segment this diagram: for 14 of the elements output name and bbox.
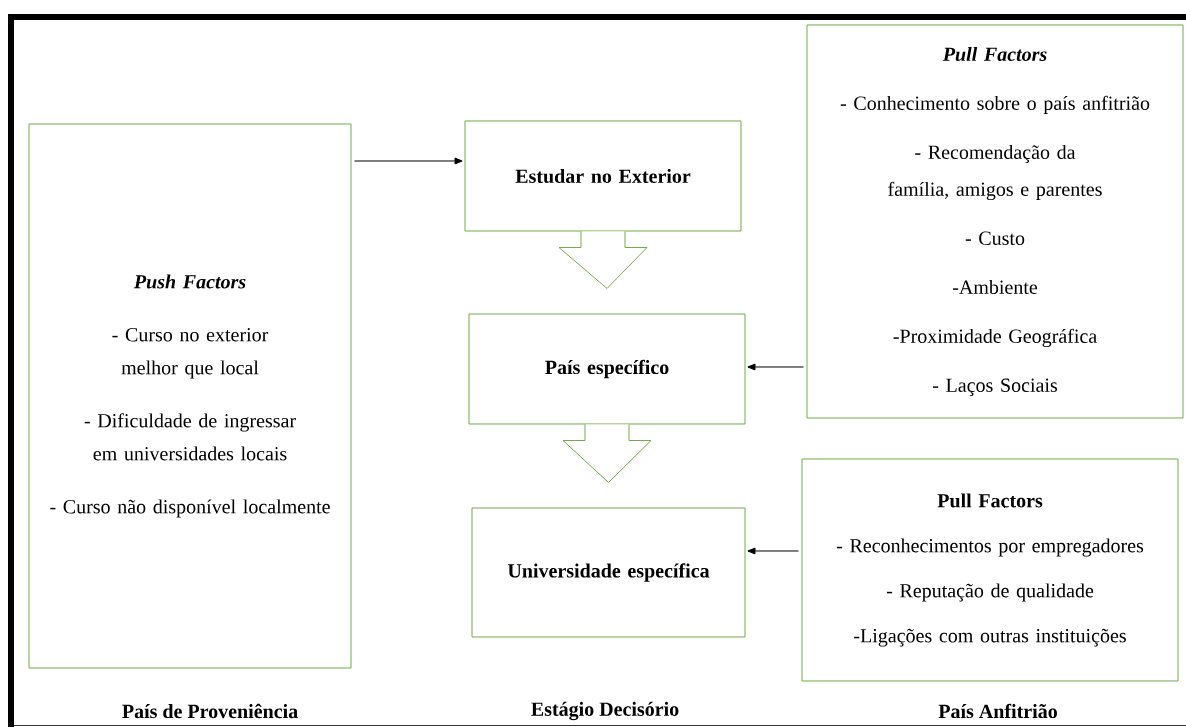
factors-box: Push Factors - Curso no exterior melhor que local - Dificuldade de ingressar em universidades locais - Curso não disponível localmente [28, 123, 352, 669]
column-label: País de Proveniência [122, 703, 298, 719]
block-arrow [558, 231, 648, 289]
block-arrow [562, 424, 652, 483]
column-label: Estágio Decisório [531, 701, 679, 721]
stage-box: Universidade específica [471, 507, 746, 638]
column-label: País Anfitrião [938, 703, 1057, 719]
factors-box: Pull Factors - Reconhecimentos por empregadores - Reputação de qualidade -Ligações com outras instituições [801, 458, 1179, 682]
arrow [747, 547, 799, 555]
arrow [747, 363, 804, 371]
factors-box: Pull Factors - Conhecimento sobre o país anfitrião - Recomendação da família, amigos e parentes - Custo -Ambiente -Proximidade Geográfica - Laços Sociais [806, 24, 1184, 419]
stage-box: País específico [468, 313, 746, 425]
arrow [354, 157, 463, 165]
stage-box: Estudar no Exterior [464, 120, 742, 232]
